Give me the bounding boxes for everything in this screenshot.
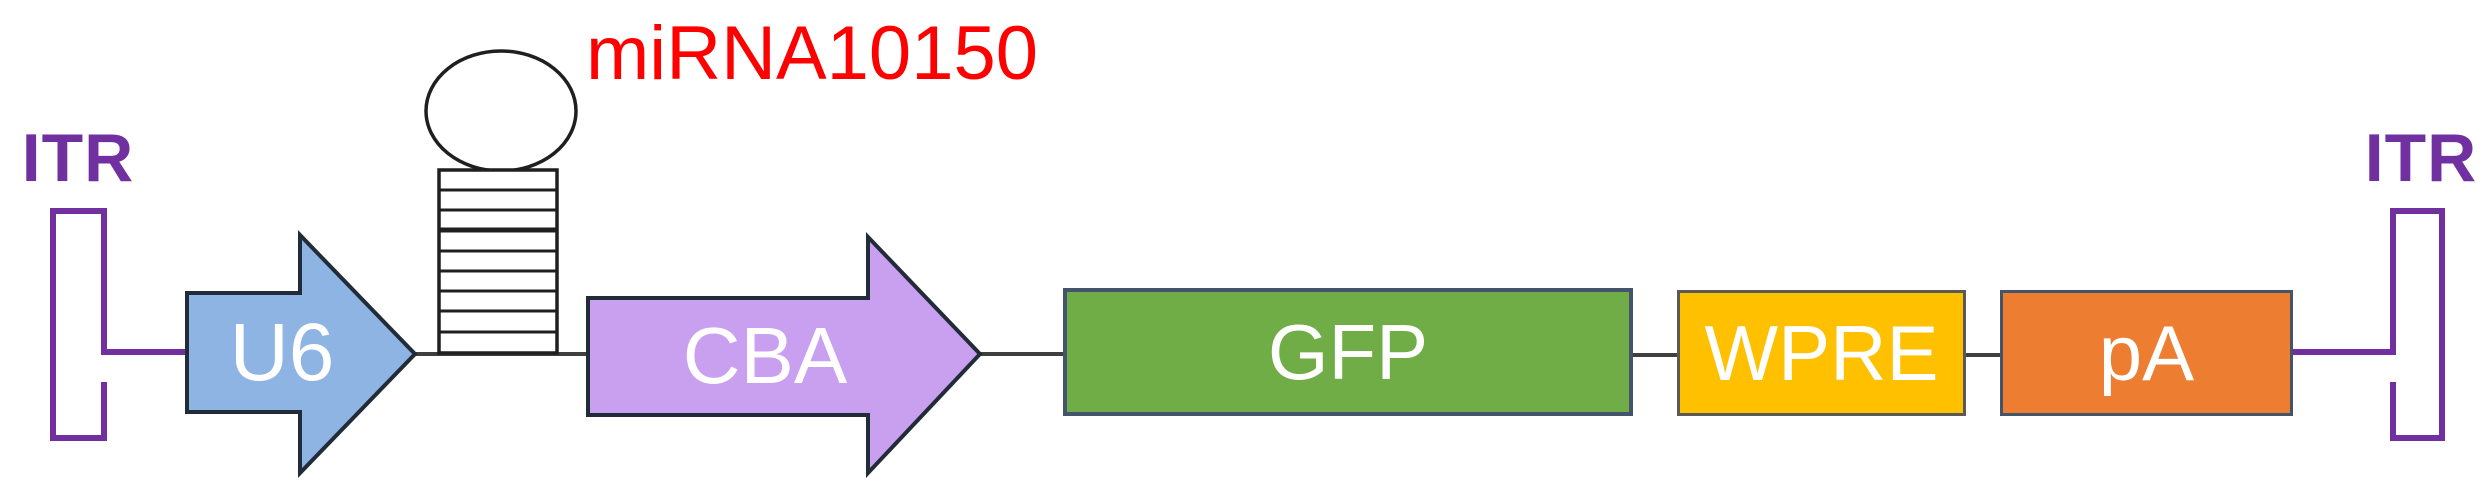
itr-left-label: ITR [21,120,135,196]
wpre-element-box: WPRE [1677,290,1966,416]
wpre-label: WPRE [1704,308,1939,397]
hairpin-stem-rungs [439,188,557,334]
hairpin-stem [437,168,559,355]
itr-right-bracket-shape [2293,208,2445,441]
hairpin-loop [424,49,578,173]
itr-left-bracket-shape [50,208,187,441]
pa-label: pA [2098,308,2195,397]
itr-right-label: ITR [2364,120,2478,196]
u6-promoter-arrow [185,230,418,478]
cba-promoter-arrow [586,232,983,479]
pa-element-box: pA [2000,290,2293,416]
gfp-gene-box: GFP [1063,288,1633,416]
mirna-hairpin-label: miRNA10150 [586,11,1038,96]
gfp-label: GFP [1267,307,1429,396]
